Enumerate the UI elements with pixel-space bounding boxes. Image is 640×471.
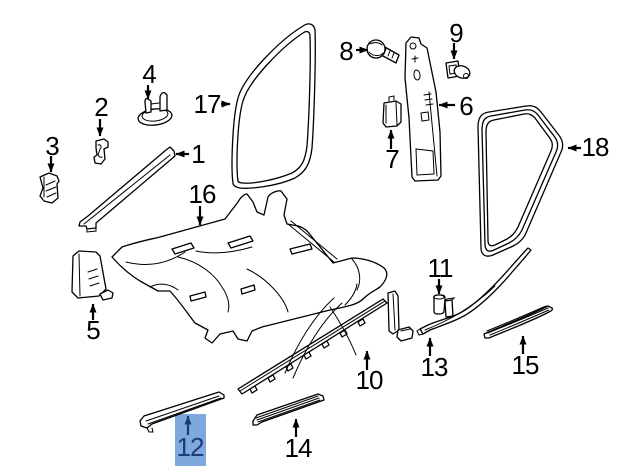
part-2-clip-drawing[interactable] bbox=[93, 138, 109, 165]
part-3-bracket-drawing[interactable] bbox=[39, 172, 60, 204]
part-label-4[interactable]: 4 bbox=[142, 59, 157, 89]
part-17-front-door-seal-drawing[interactable] bbox=[231, 23, 316, 189]
part-label-7[interactable]: 7 bbox=[385, 144, 400, 174]
part-label-13[interactable]: 13 bbox=[420, 352, 449, 382]
part-label-17[interactable]: 17 bbox=[193, 89, 222, 119]
part-12-sill-strip-drawing[interactable] bbox=[139, 391, 225, 433]
part-label-16[interactable]: 16 bbox=[188, 179, 217, 209]
part-label-3[interactable]: 3 bbox=[45, 131, 60, 161]
part-13-curved-trim-drawing[interactable] bbox=[416, 247, 532, 336]
part-label-18[interactable]: 18 bbox=[581, 132, 610, 162]
part-18-rear-door-seal-drawing[interactable] bbox=[477, 105, 564, 257]
part-14-ribbed-strip-drawing[interactable] bbox=[252, 393, 325, 426]
part-5-kick-panel-drawing[interactable] bbox=[71, 250, 114, 301]
part-8-screw-drawing[interactable] bbox=[366, 39, 400, 64]
part-1-a-pillar-trim-drawing[interactable] bbox=[78, 146, 176, 233]
part-label-2[interactable]: 2 bbox=[94, 92, 109, 122]
part-label-8[interactable]: 8 bbox=[339, 36, 354, 66]
part-label-11[interactable]: 11 bbox=[427, 253, 454, 283]
part-9-grommet-drawing[interactable] bbox=[445, 60, 472, 80]
part-4-bracket-drawing[interactable] bbox=[137, 91, 173, 127]
leader-arrows bbox=[47, 43, 581, 437]
part-16-floor-carpet-drawing[interactable] bbox=[111, 190, 388, 344]
part-label-5[interactable]: 5 bbox=[86, 315, 101, 345]
part-10-sill-trim-drawing[interactable] bbox=[237, 290, 414, 395]
part-15-scuff-plate-drawing[interactable] bbox=[483, 305, 554, 339]
part-label-1[interactable]: 1 bbox=[191, 139, 206, 169]
part-6-b-pillar-trim-drawing[interactable] bbox=[404, 36, 442, 182]
part-11-clip-drawing[interactable] bbox=[433, 294, 456, 318]
part-label-10[interactable]: 10 bbox=[355, 365, 384, 395]
part-label-6[interactable]: 6 bbox=[459, 91, 474, 121]
part-7-retainer-drawing[interactable] bbox=[382, 95, 402, 128]
part-label-15[interactable]: 15 bbox=[511, 350, 540, 380]
part-label-9[interactable]: 9 bbox=[449, 18, 464, 48]
part-label-14[interactable]: 14 bbox=[284, 433, 313, 463]
part-label-12-highlighted[interactable]: 12 bbox=[176, 432, 205, 462]
